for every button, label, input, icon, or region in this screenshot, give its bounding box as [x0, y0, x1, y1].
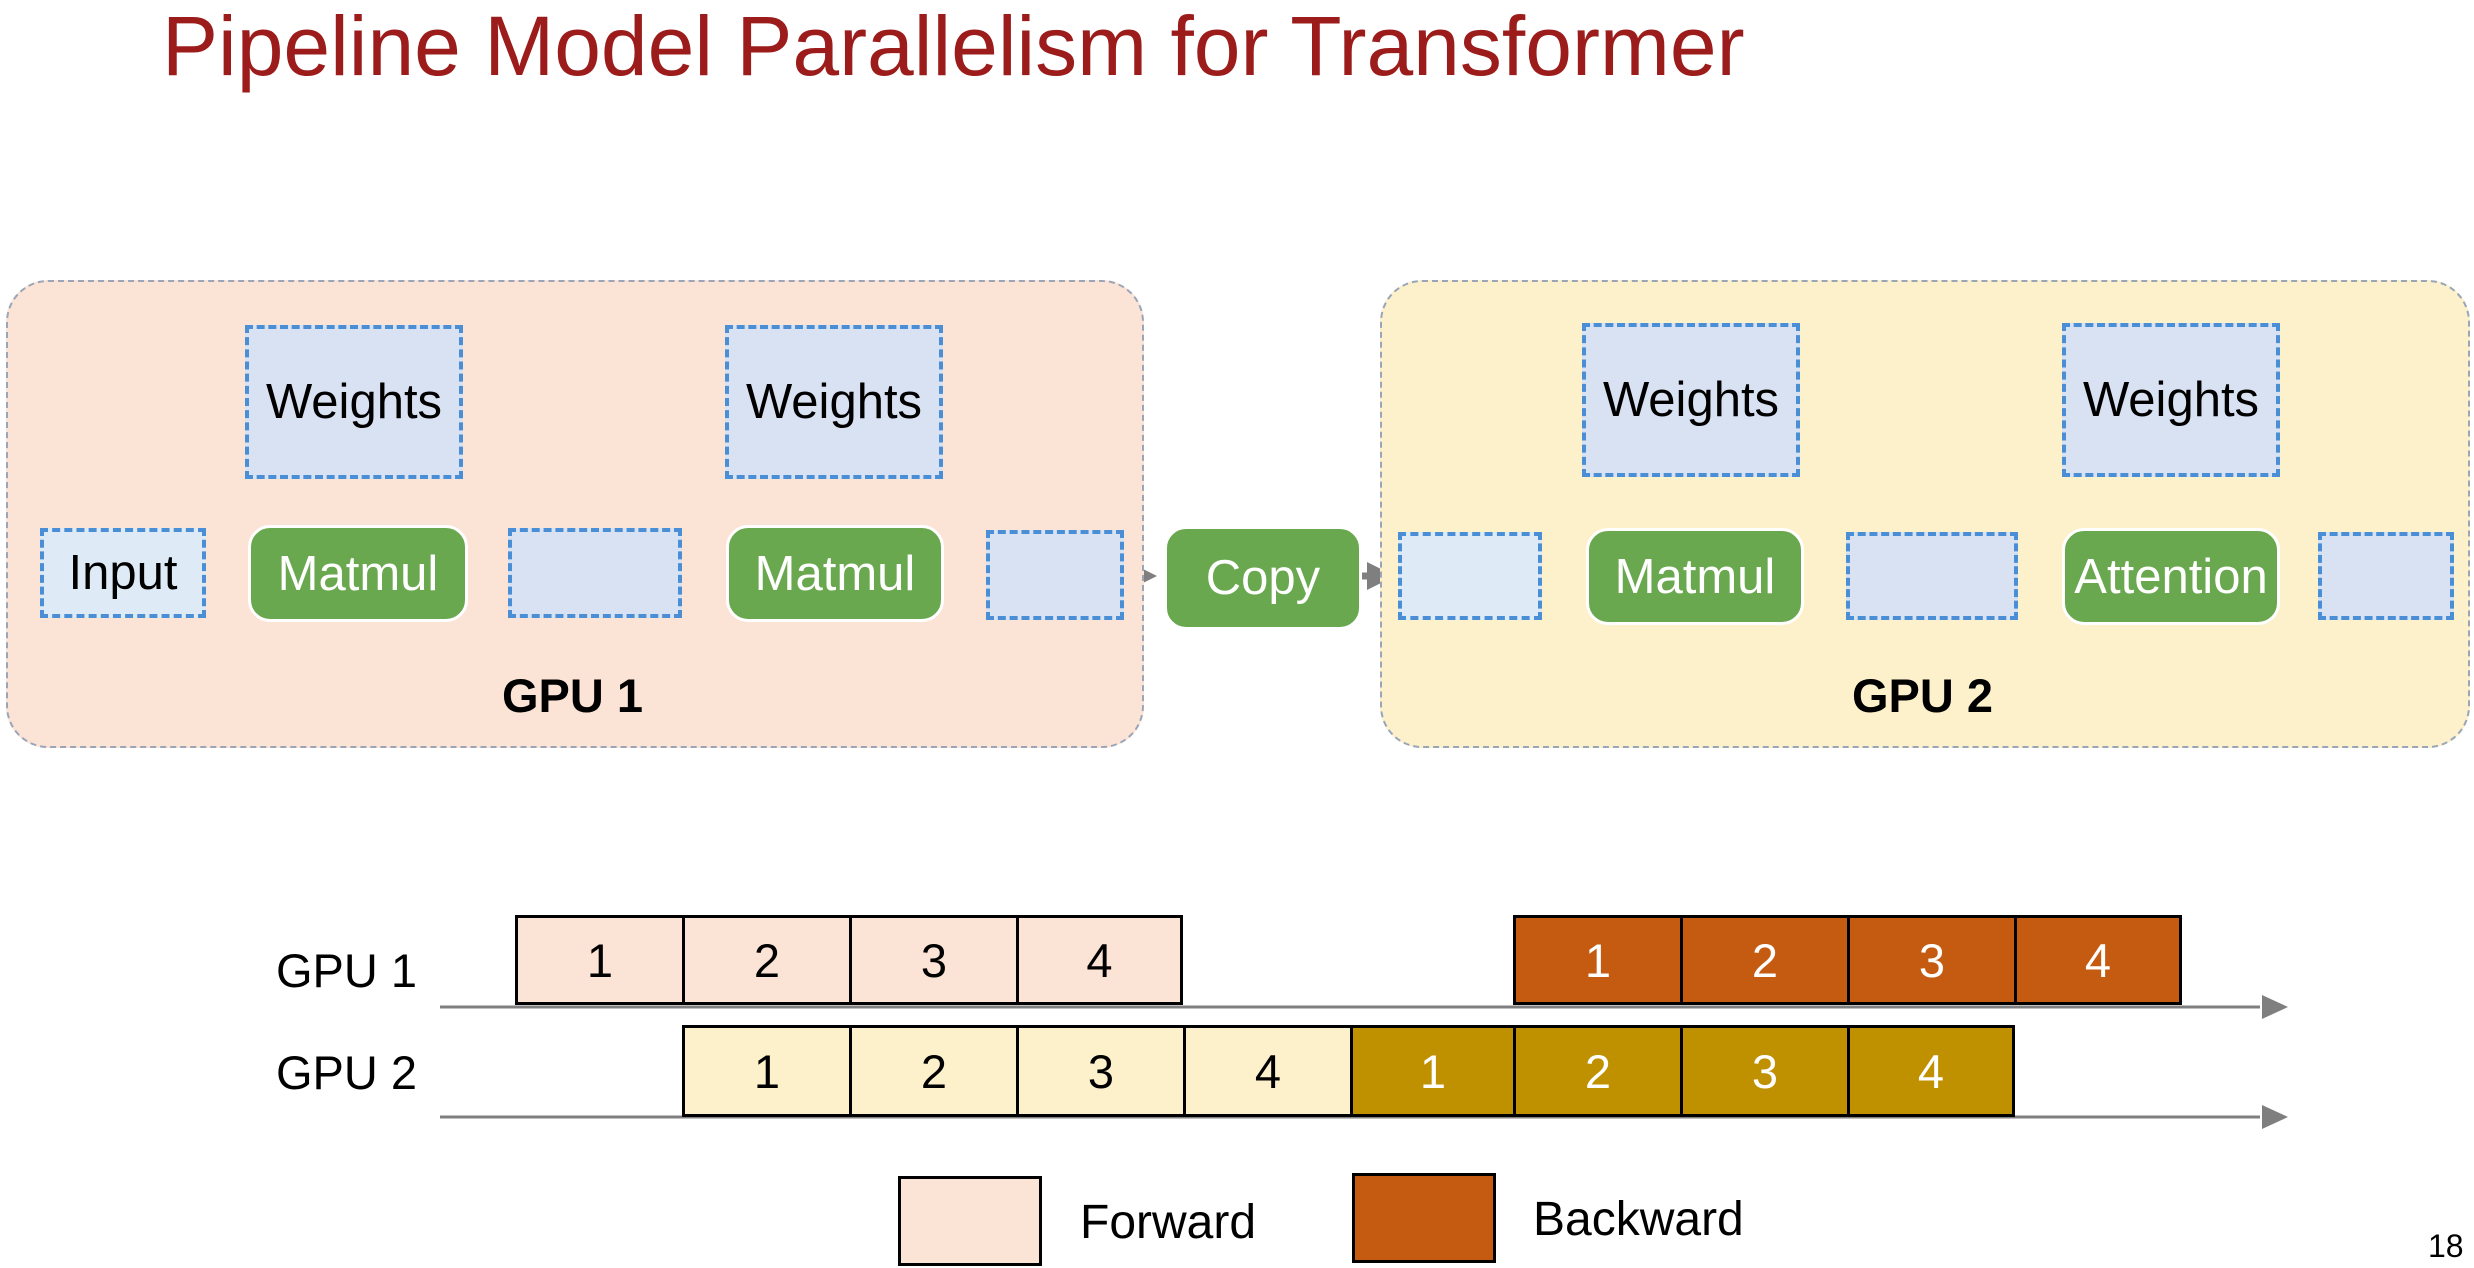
- weights-box-gpu2-a: Weights: [1582, 323, 1800, 477]
- gpu2-forward-cell-2: 2: [849, 1025, 1019, 1117]
- copy-op: Copy: [1164, 526, 1362, 630]
- activation-buffer-gpu1-a: [508, 528, 682, 618]
- matmul-op-gpu2: Matmul: [1586, 528, 1804, 625]
- gpu1-forward-cell-3: 3: [849, 915, 1019, 1005]
- legend-forward-label: Forward: [1080, 1196, 1257, 1249]
- weights-box-gpu2-b: Weights: [2062, 323, 2280, 477]
- gpu1-backward-cell-1: 1: [1513, 915, 1683, 1005]
- gpu2-label: GPU 2: [1852, 669, 1994, 722]
- gpu1-backward-cell-2: 2: [1680, 915, 1850, 1005]
- activation-buffer-gpu2-a: [1846, 532, 2018, 620]
- timeline-row-label-gpu1: GPU 1: [276, 944, 418, 997]
- timeline-row-label-gpu2: GPU 2: [276, 1046, 418, 1099]
- gpu2-panel: [1380, 280, 2470, 748]
- gpu1-panel: [6, 280, 1144, 748]
- gpu2-backward-cell-3: 3: [1680, 1025, 1850, 1117]
- gpu2-backward-cell-1: 1: [1350, 1025, 1516, 1117]
- gpu1-forward-cell-4: 4: [1016, 915, 1183, 1005]
- page-title: Pipeline Model Parallelism for Transform…: [162, 0, 1745, 93]
- weights-box-gpu1-b: Weights: [725, 325, 943, 479]
- output-buffer-gpu2: [2318, 532, 2454, 620]
- activation-buffer-gpu1-b: [986, 530, 1124, 620]
- weights-box-gpu1-a: Weights: [245, 325, 463, 479]
- gpu2-forward-cell-4: 4: [1183, 1025, 1353, 1117]
- gpu2-forward-cell-3: 3: [1016, 1025, 1186, 1117]
- legend-backward-swatch: [1352, 1173, 1496, 1263]
- legend-forward-swatch: [898, 1176, 1042, 1266]
- received-activation-buffer: [1398, 532, 1542, 620]
- attention-op-gpu2: Attention: [2062, 528, 2280, 625]
- gpu2-forward-cell-1: 1: [682, 1025, 852, 1117]
- gpu2-backward-cell-4: 4: [1847, 1025, 2015, 1117]
- gpu1-forward-cell-2: 2: [682, 915, 852, 1005]
- matmul-op-gpu1-a: Matmul: [248, 525, 468, 622]
- matmul-op-gpu1-b: Matmul: [726, 525, 944, 622]
- gpu1-forward-cell-1: 1: [515, 915, 685, 1005]
- timeline-axis-gpu2-head: [2262, 1105, 2288, 1129]
- input-box: Input: [40, 528, 206, 618]
- page-number: 18: [2428, 1228, 2464, 1264]
- timeline-axis-gpu1-head: [2262, 995, 2288, 1019]
- gpu1-label: GPU 1: [502, 669, 644, 722]
- gpu1-backward-cell-3: 3: [1847, 915, 2017, 1005]
- gpu1-backward-cell-4: 4: [2014, 915, 2182, 1005]
- gpu2-backward-cell-2: 2: [1513, 1025, 1683, 1117]
- legend-backward-label: Backward: [1533, 1193, 1744, 1246]
